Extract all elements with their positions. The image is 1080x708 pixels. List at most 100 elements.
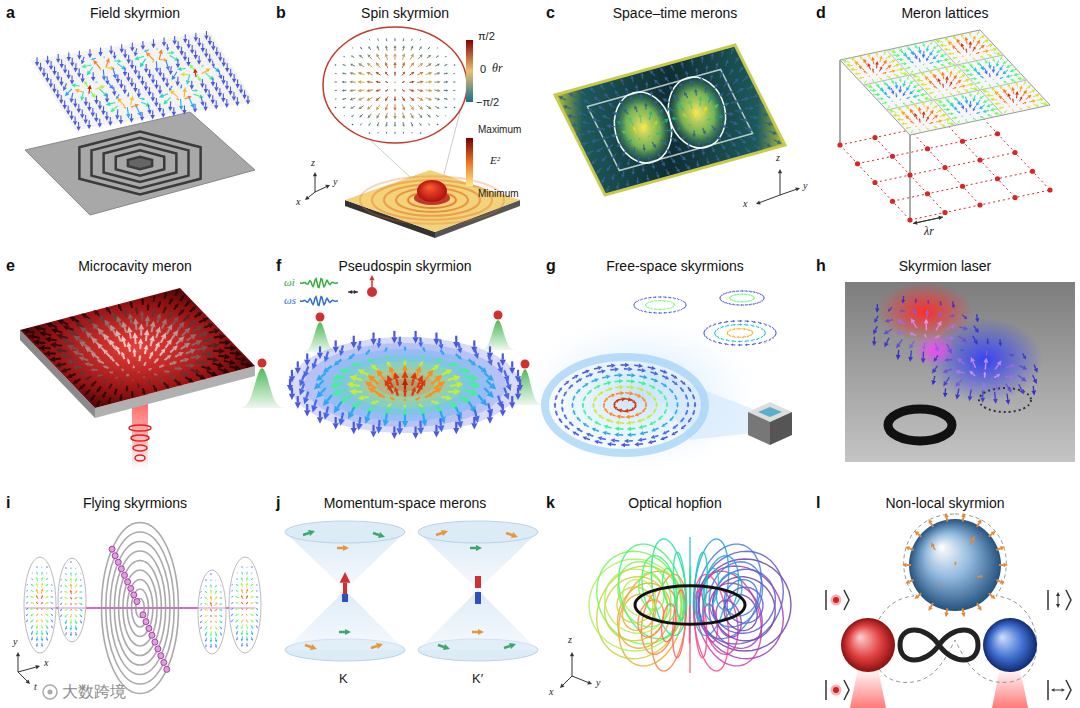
arrow-shaft — [100, 69, 101, 70]
arrow-dot — [335, 64, 337, 66]
arrow-shaft — [989, 62, 990, 66]
lattice-dot — [960, 139, 965, 144]
arrow-head — [778, 169, 782, 173]
arrow-shaft — [164, 295, 165, 298]
arrow-shaft — [353, 48, 354, 49]
arrow-shaft — [129, 347, 130, 352]
arrow-shaft — [702, 149, 703, 152]
arrow-shaft — [130, 333, 131, 339]
arrow-shaft — [896, 82, 897, 86]
arrow-shaft — [444, 98, 446, 99]
lattice-dot — [925, 191, 930, 196]
arrow-shaft — [89, 364, 93, 365]
arrow-shaft — [998, 114, 1002, 115]
arrow-shaft — [184, 92, 185, 97]
arrow-shaft — [426, 90, 429, 91]
arrow-shaft — [122, 369, 123, 370]
arrow-shaft — [876, 75, 877, 76]
lattice-dot — [872, 180, 877, 185]
arrow-shaft — [1001, 107, 1004, 108]
arrow-shaft — [437, 48, 438, 49]
arrow-shaft — [181, 99, 182, 106]
arrow-shaft — [966, 97, 967, 101]
arrow-shaft — [151, 327, 152, 333]
arrow-shaft — [387, 122, 388, 124]
arrow-dot — [352, 124, 354, 126]
arrow-shaft — [975, 83, 978, 84]
arrow-head — [795, 187, 800, 191]
arrow-shaft — [89, 89, 90, 94]
arrow-dot — [437, 124, 439, 126]
arrow-shaft — [780, 189, 796, 195]
arrow-shaft — [970, 114, 971, 115]
arrow-shaft — [66, 369, 71, 370]
arrow-shaft — [615, 135, 619, 136]
lattice-dot — [890, 154, 895, 159]
arrow-shaft — [882, 103, 885, 104]
arrow-shaft — [873, 60, 874, 64]
arrow-shaft — [158, 304, 159, 307]
arrow-shaft — [721, 54, 722, 57]
arrow-shaft — [61, 351, 67, 352]
spin-skyrmion-illustration — [305, 27, 520, 238]
hexagonal-grating — [128, 157, 152, 170]
dome — [417, 180, 447, 202]
arrow-shaft — [387, 48, 388, 51]
arrow-head — [913, 221, 918, 225]
arrow-shaft — [928, 99, 932, 100]
arrow-shaft — [181, 69, 185, 70]
arrow-shaft — [34, 337, 40, 338]
lattice-dot — [872, 135, 877, 140]
lattice-dot — [960, 184, 965, 189]
arrow-shaft — [114, 87, 115, 92]
arrow-shaft — [618, 183, 619, 186]
arrow-shaft — [150, 341, 151, 346]
arrow-shaft — [139, 98, 142, 99]
arrow-shaft — [125, 313, 126, 317]
colorbar — [466, 138, 473, 186]
arrow-shaft — [629, 159, 630, 162]
arrow-shaft — [444, 65, 446, 66]
arrow-shaft — [675, 119, 679, 120]
lattice-dot — [855, 161, 860, 166]
arrow-shaft — [951, 64, 955, 65]
arrow-shaft — [361, 124, 362, 125]
slab-top — [20, 288, 255, 408]
arrow-shaft — [931, 92, 934, 93]
lattice-dot — [942, 165, 947, 170]
arrow-shaft — [417, 90, 420, 91]
lattice-dot — [995, 131, 1000, 136]
colorbar — [466, 40, 473, 102]
lattice-dot — [925, 146, 930, 151]
lattice-dot — [995, 176, 1000, 181]
arrow-dot — [639, 138, 641, 140]
arrow-shaft — [67, 356, 73, 357]
arrow-shaft — [760, 195, 780, 203]
lattice-dot — [1030, 169, 1035, 174]
arrow-shaft — [154, 298, 155, 301]
field-skyrmion-illustration — [25, 31, 255, 215]
arrow-shaft — [610, 126, 615, 127]
arrow-shaft — [1040, 103, 1044, 104]
arrow-dot — [454, 107, 456, 109]
arrow-shaft — [647, 175, 648, 178]
arrow-shaft — [55, 359, 61, 360]
arrow-shaft — [1016, 105, 1017, 106]
arrow-shaft — [955, 57, 958, 58]
lattice-dot — [1012, 150, 1017, 155]
arrow-shaft — [28, 331, 34, 332]
arrow-shaft — [361, 90, 364, 91]
arrow-shaft — [943, 75, 944, 79]
arrow-shaft — [946, 90, 947, 91]
lattice-dot — [1047, 187, 1052, 192]
arrow-shaft — [157, 49, 158, 50]
arrow-shaft — [966, 40, 967, 44]
arrow-shaft — [45, 334, 51, 335]
arrow-shaft — [690, 124, 691, 125]
arrow-shaft — [315, 187, 326, 192]
arrow-shaft — [947, 123, 951, 124]
arrow-dot — [369, 132, 371, 134]
arrow-shaft — [106, 367, 109, 368]
arrow-shaft — [209, 331, 215, 332]
